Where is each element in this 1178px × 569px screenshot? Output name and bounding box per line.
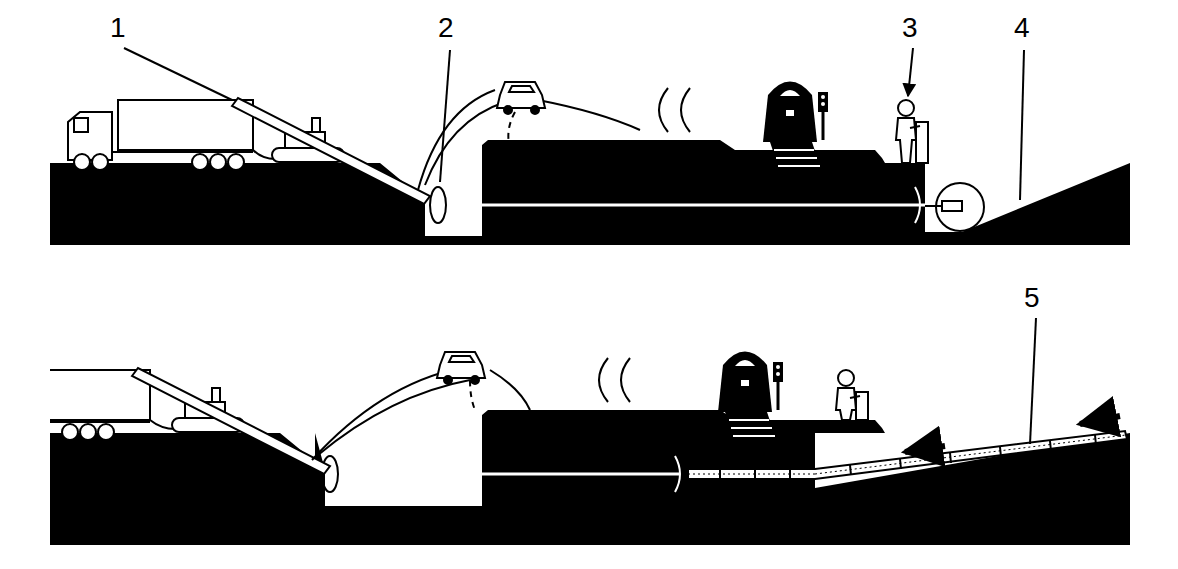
callout-number: 1 <box>110 14 126 42</box>
reamer <box>675 456 680 492</box>
bore-hole <box>328 473 680 476</box>
callout-number: 3 <box>902 14 918 42</box>
receiving-pit <box>925 163 1130 232</box>
bore-hole <box>440 204 925 207</box>
drilling-rig <box>232 98 430 204</box>
train <box>763 82 828 173</box>
embankment <box>482 140 885 245</box>
leader-lines <box>124 48 1036 444</box>
drill-rod <box>925 205 942 207</box>
train <box>718 352 783 443</box>
road-traffic <box>312 352 630 460</box>
drilling-rig <box>132 368 330 474</box>
operator <box>896 100 928 163</box>
bottom-panel <box>50 352 1130 546</box>
operator <box>836 370 868 420</box>
road-traffic <box>418 82 690 190</box>
truck <box>50 370 150 440</box>
launch-pit <box>380 163 482 236</box>
reamer <box>915 187 920 223</box>
drill-head <box>430 187 446 223</box>
sonde <box>942 201 962 211</box>
locator <box>936 183 984 231</box>
callout-number: 5 <box>1024 284 1040 312</box>
truck <box>68 100 253 170</box>
top-panel <box>50 82 1130 246</box>
callout-number: 4 <box>1014 14 1030 42</box>
callout-number: 2 <box>438 14 454 42</box>
launch-pit <box>280 433 482 506</box>
